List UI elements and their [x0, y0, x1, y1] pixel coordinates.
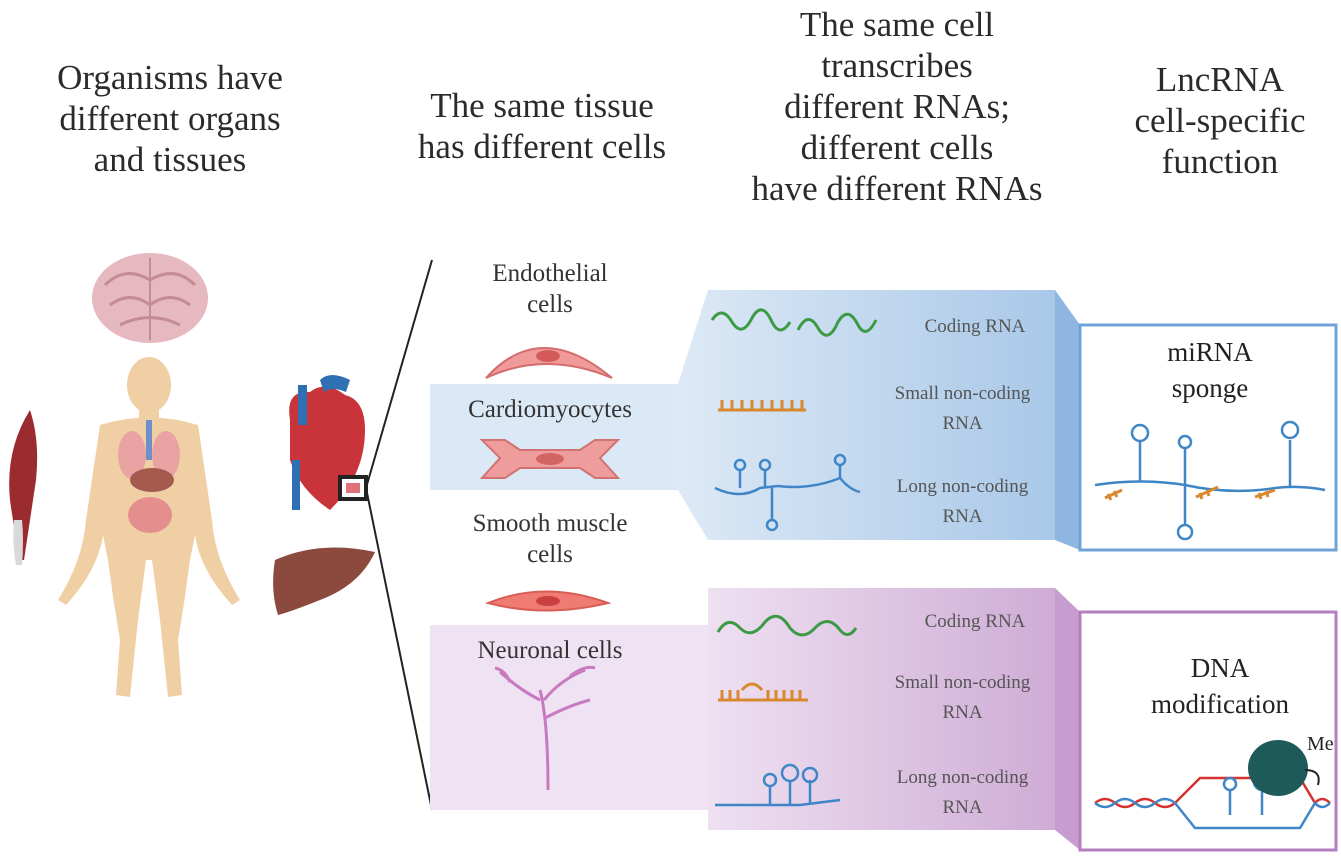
label-long-rna-blue: Long non-coding RNA: [855, 472, 1070, 532]
heading-cell-rna-line: transcribes: [821, 46, 973, 85]
dna-modification-icon: [1094, 740, 1331, 830]
liver-illustration: [273, 547, 375, 615]
heading-cell-rna-line: different cells: [800, 128, 994, 167]
neuron-cell: [494, 665, 596, 791]
heading-tissue-line: has different cells: [417, 127, 667, 166]
rna-panel-purple: [708, 588, 1055, 830]
label-dna-modification: DNA modification: [1100, 650, 1340, 722]
heading-organisms-line: different organs: [59, 99, 281, 138]
label-smooth-muscle-line: cells: [527, 541, 573, 568]
label-small-rna-line: Small non-coding: [894, 672, 1031, 693]
label-long-rna-line: RNA: [942, 506, 983, 527]
heart-illustration: [289, 375, 368, 510]
heading-organisms-line: Organisms have: [57, 58, 283, 97]
label-neuronal: Neuronal cells: [477, 637, 623, 664]
heading-tissue: The same tissue has different cells: [372, 85, 712, 167]
heading-cell-rna-line: different RNAs;: [784, 87, 1010, 126]
endothelial-cell: [485, 347, 613, 379]
protein-complex: [1248, 740, 1308, 796]
heading-cell-rna: The same cell transcribes different RNAs…: [712, 4, 1082, 209]
neuronal-highlight: [430, 625, 708, 810]
heading-organisms: Organisms have different organs and tiss…: [10, 57, 330, 180]
label-endothelial-line: cells: [527, 291, 573, 318]
rna-panel-blue: [678, 290, 1055, 540]
heading-function-line: LncRNA: [1155, 60, 1285, 99]
label-methyl: Me: [1307, 733, 1334, 755]
label-small-rna-line: RNA: [942, 413, 983, 434]
small-rna-icon-purple: [718, 682, 808, 702]
label-cardiomyocytes: Cardiomyocytes: [468, 396, 632, 423]
mirna-bound-icon: [1104, 485, 1276, 501]
lncrna-icon-purple: [715, 763, 841, 807]
small-rna-icon: [718, 400, 806, 412]
human-body-illustration: [58, 357, 240, 697]
mirna-sponge-icon: [1094, 420, 1326, 541]
lncrna-icon-blue: [714, 453, 861, 532]
dna-modification-box: [1078, 610, 1338, 852]
label-small-rna-purple: Small non-coding RNA: [855, 668, 1070, 728]
heading-cell-rna-line: The same cell: [799, 5, 995, 44]
label-coding-rna-purple: Coding RNA: [924, 611, 1026, 632]
label-mirna-line: sponge: [1171, 373, 1249, 403]
heading-organisms-line: and tissues: [93, 140, 247, 179]
coding-rna-icon: [710, 308, 878, 337]
label-small-rna-blue: Small non-coding RNA: [855, 379, 1070, 439]
label-mirna-line: miRNA: [1167, 337, 1253, 367]
label-smooth-muscle-line: Smooth muscle: [472, 510, 628, 537]
label-smooth-muscle: Smooth muscle cells: [430, 508, 670, 570]
coding-rna-icon-purple: [716, 614, 858, 637]
label-mirna-sponge: miRNA sponge: [1110, 334, 1310, 406]
label-long-rna-purple: Long non-coding RNA: [855, 763, 1070, 823]
label-long-rna-line: RNA: [942, 797, 983, 818]
muscle-illustration: [9, 410, 38, 565]
label-dna-line: DNA: [1190, 653, 1250, 683]
label-small-rna-line: RNA: [942, 702, 983, 723]
heading-cell-rna-line: have different RNAs: [751, 169, 1043, 208]
cardiomyocytes-highlight: [430, 384, 678, 490]
label-coding-rna-blue: Coding RNA: [924, 316, 1026, 337]
label-dna-line: modification: [1151, 689, 1289, 719]
label-long-rna-line: Long non-coding: [896, 476, 1029, 497]
heading-tissue-line: The same tissue: [430, 86, 654, 125]
heading-function-line: function: [1161, 142, 1279, 181]
brain-illustration: [92, 253, 208, 343]
heading-function-line: cell-specific: [1134, 101, 1306, 140]
heading-function: LncRNA cell-specific function: [1100, 59, 1340, 182]
label-long-rna-line: Long non-coding: [896, 767, 1029, 788]
label-endothelial-line: Endothelial: [492, 260, 608, 287]
label-small-rna-line: Small non-coding: [894, 383, 1031, 404]
label-endothelial: Endothelial cells: [430, 258, 670, 320]
